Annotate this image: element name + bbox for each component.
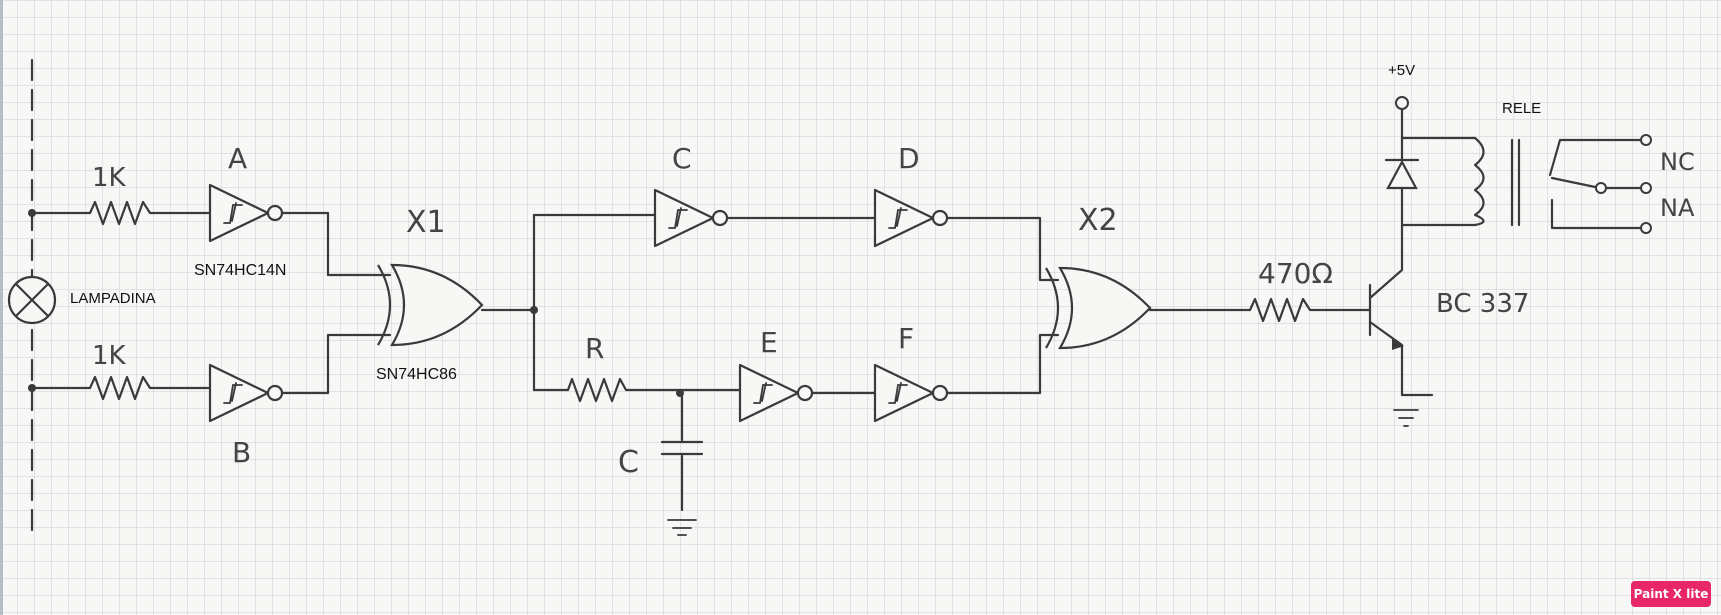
transistor-bc337 [1368, 223, 1434, 427]
label-na: NA [1660, 194, 1695, 222]
label-r2: 1K [92, 341, 127, 371]
resistor-470 [1148, 297, 1372, 323]
resistor-r1 [30, 200, 212, 226]
label-ic2: SN74HC86 [376, 366, 457, 383]
relay-coil [1400, 136, 1521, 227]
label-gate-e: E [760, 326, 778, 359]
label-supply: +5V [1388, 62, 1415, 79]
label-transistor: BC 337 [1436, 289, 1529, 319]
label-r1: 1K [92, 163, 127, 193]
label-gate-c: C [672, 142, 692, 175]
label-gate-f: F [898, 322, 914, 355]
label-x1: X1 [406, 205, 446, 240]
watermark-badge: Paint X lite [1631, 581, 1711, 607]
label-ic1: SN74HC14N [194, 262, 286, 279]
resistor-r2 [30, 375, 212, 401]
label-gate-d: D [898, 142, 920, 175]
label-x2: X2 [1078, 203, 1118, 238]
relay-contacts [1548, 134, 1652, 234]
label-resistor-r: R [585, 332, 604, 365]
supply-terminal [1395, 96, 1409, 140]
label-nc: NC [1660, 148, 1695, 176]
label-gate-a: A [228, 142, 247, 175]
label-lamp: LAMPADINA [70, 290, 156, 307]
label-r3: 470Ω [1258, 257, 1333, 290]
label-relay: RELE [1502, 100, 1541, 117]
label-capacitor-c: C [618, 445, 639, 480]
capacitor-c [660, 391, 704, 536]
resistor-r [532, 377, 742, 403]
flyback-diode [1384, 136, 1420, 227]
lamp-symbol [7, 275, 57, 325]
label-gate-b: B [232, 436, 251, 469]
